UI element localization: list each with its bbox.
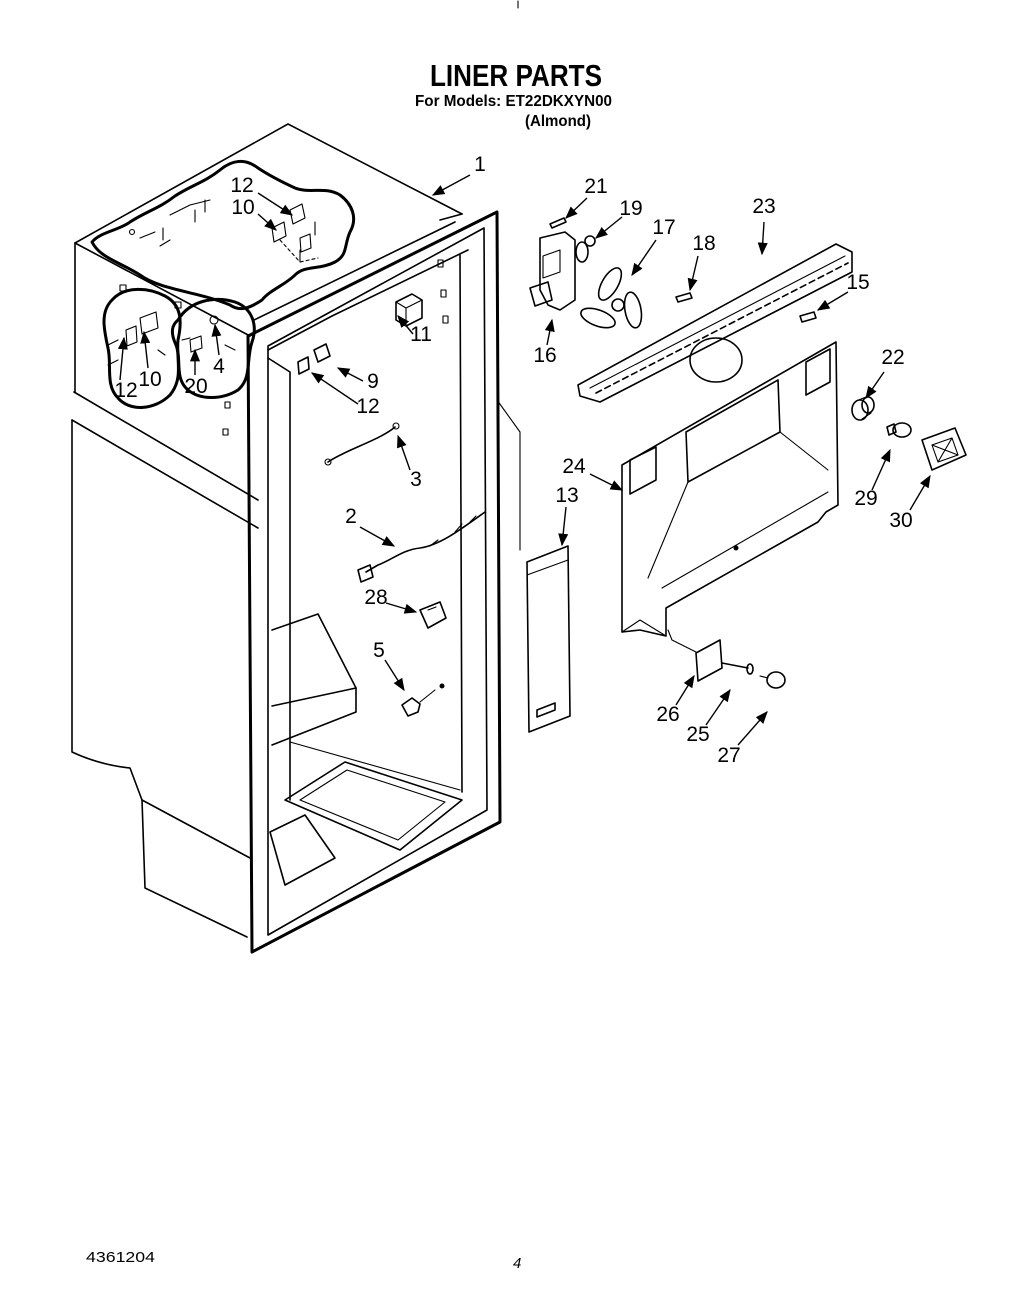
- callout-arrow: [631, 239, 657, 277]
- part-18-screw: [675, 292, 693, 303]
- callout-arrow: [431, 174, 471, 196]
- part-9-clip: [313, 343, 331, 363]
- page-number: 4: [513, 1255, 521, 1272]
- callout-label: 12: [230, 174, 253, 197]
- callout-arrow: [675, 674, 695, 706]
- callout-arrow: [310, 372, 359, 405]
- color-line: (Almond): [525, 113, 591, 130]
- callout-arrow: [257, 192, 294, 216]
- callout-arrow: [565, 197, 588, 219]
- callout-arrow: [117, 336, 128, 381]
- callout-label: 12: [356, 395, 379, 418]
- part-27-knob: [759, 671, 786, 689]
- callout-label: 1: [474, 153, 486, 176]
- callout-arrow: [687, 255, 699, 292]
- callout-arrow: [397, 315, 414, 335]
- callout-label: 20: [184, 375, 207, 398]
- callout-label: 11: [410, 323, 432, 346]
- callout-arrow: [140, 330, 151, 369]
- callout-arrow: [705, 688, 731, 726]
- part-17-fan-blade: [580, 267, 643, 329]
- part-26-plate: [667, 629, 723, 682]
- cabinet-shell: [71, 123, 463, 938]
- callout-label: 13: [555, 484, 578, 507]
- callout-label: 23: [752, 195, 775, 218]
- wiring-cutaway-top: [90, 160, 356, 311]
- callout-label: 9: [367, 370, 379, 393]
- callout-label: 5: [373, 639, 385, 662]
- callout-label: 16: [533, 344, 556, 367]
- callout-arrow: [816, 291, 849, 311]
- part-21-screw: [549, 217, 567, 229]
- part-12-clip: [297, 356, 310, 375]
- callout-label: 12: [114, 379, 137, 402]
- part-15-screw: [799, 311, 817, 323]
- callout-label: 30: [889, 509, 912, 532]
- wiring-cutaway-center: [170, 298, 256, 399]
- callout-arrow: [909, 474, 931, 511]
- part-2-harness: [357, 511, 486, 583]
- part-5-sensor: [401, 683, 445, 717]
- callout-arrow: [871, 448, 891, 491]
- part-24-panel: [621, 341, 839, 637]
- callout-label: 15: [846, 271, 869, 294]
- document-number: 4361204: [86, 1249, 155, 1266]
- callout-label: 21: [584, 175, 607, 198]
- callout-label: 24: [562, 455, 586, 478]
- part-30-light-shield: [921, 427, 967, 471]
- callout-label: 28: [364, 586, 387, 609]
- part-3-cable: [324, 422, 400, 466]
- callout-arrow: [397, 434, 411, 471]
- part-19-washer: [584, 235, 596, 247]
- callout-label: 3: [410, 468, 422, 491]
- part-11-switch: [395, 293, 423, 327]
- callout-labels: 1 21 19 17 18 23 15 12 10 11 16 22 9 12 …: [114, 153, 912, 767]
- callout-label: 22: [881, 346, 904, 369]
- models-line: For Models: ET22DKXYN00: [415, 93, 612, 110]
- part-22-socket: [851, 396, 875, 421]
- liner-front-frame: [246, 210, 502, 954]
- callout-label: 4: [213, 355, 225, 378]
- part-16-motor-bracket: [529, 231, 589, 311]
- callout-label: 10: [138, 368, 161, 391]
- callout-label: 25: [686, 723, 709, 746]
- callout-arrow: [211, 323, 222, 356]
- callout-label: 10: [231, 196, 254, 219]
- callout-label: 19: [619, 197, 642, 220]
- callout-label: 17: [652, 216, 675, 239]
- part-25-screw: [721, 662, 754, 675]
- part-23-grille: [577, 243, 853, 403]
- callout-arrow: [336, 367, 364, 382]
- part-28-block: [419, 601, 447, 629]
- callout-arrow: [558, 506, 569, 547]
- part-13-bracket: [496, 399, 571, 733]
- callout-arrow: [544, 318, 555, 346]
- liner-interior: [267, 249, 469, 886]
- part-29-bulb: [886, 422, 912, 438]
- callout-label: 26: [656, 703, 679, 726]
- callout-arrow: [385, 602, 418, 614]
- callout-label: 2: [345, 505, 357, 528]
- page-title: LINER PARTS: [430, 58, 602, 93]
- callout-label: 18: [692, 232, 715, 255]
- callout-arrow: [737, 711, 768, 746]
- callout-label: 27: [717, 744, 740, 767]
- callout-arrow: [359, 526, 396, 547]
- callout-arrow: [384, 659, 405, 692]
- callout-label: 29: [854, 487, 877, 510]
- callout-arrow: [257, 213, 277, 231]
- callout-arrow: [865, 371, 885, 400]
- callout-arrows: [117, 174, 931, 746]
- callout-arrow: [757, 221, 768, 256]
- callout-arrow: [595, 216, 623, 239]
- callout-arrow: [589, 473, 624, 491]
